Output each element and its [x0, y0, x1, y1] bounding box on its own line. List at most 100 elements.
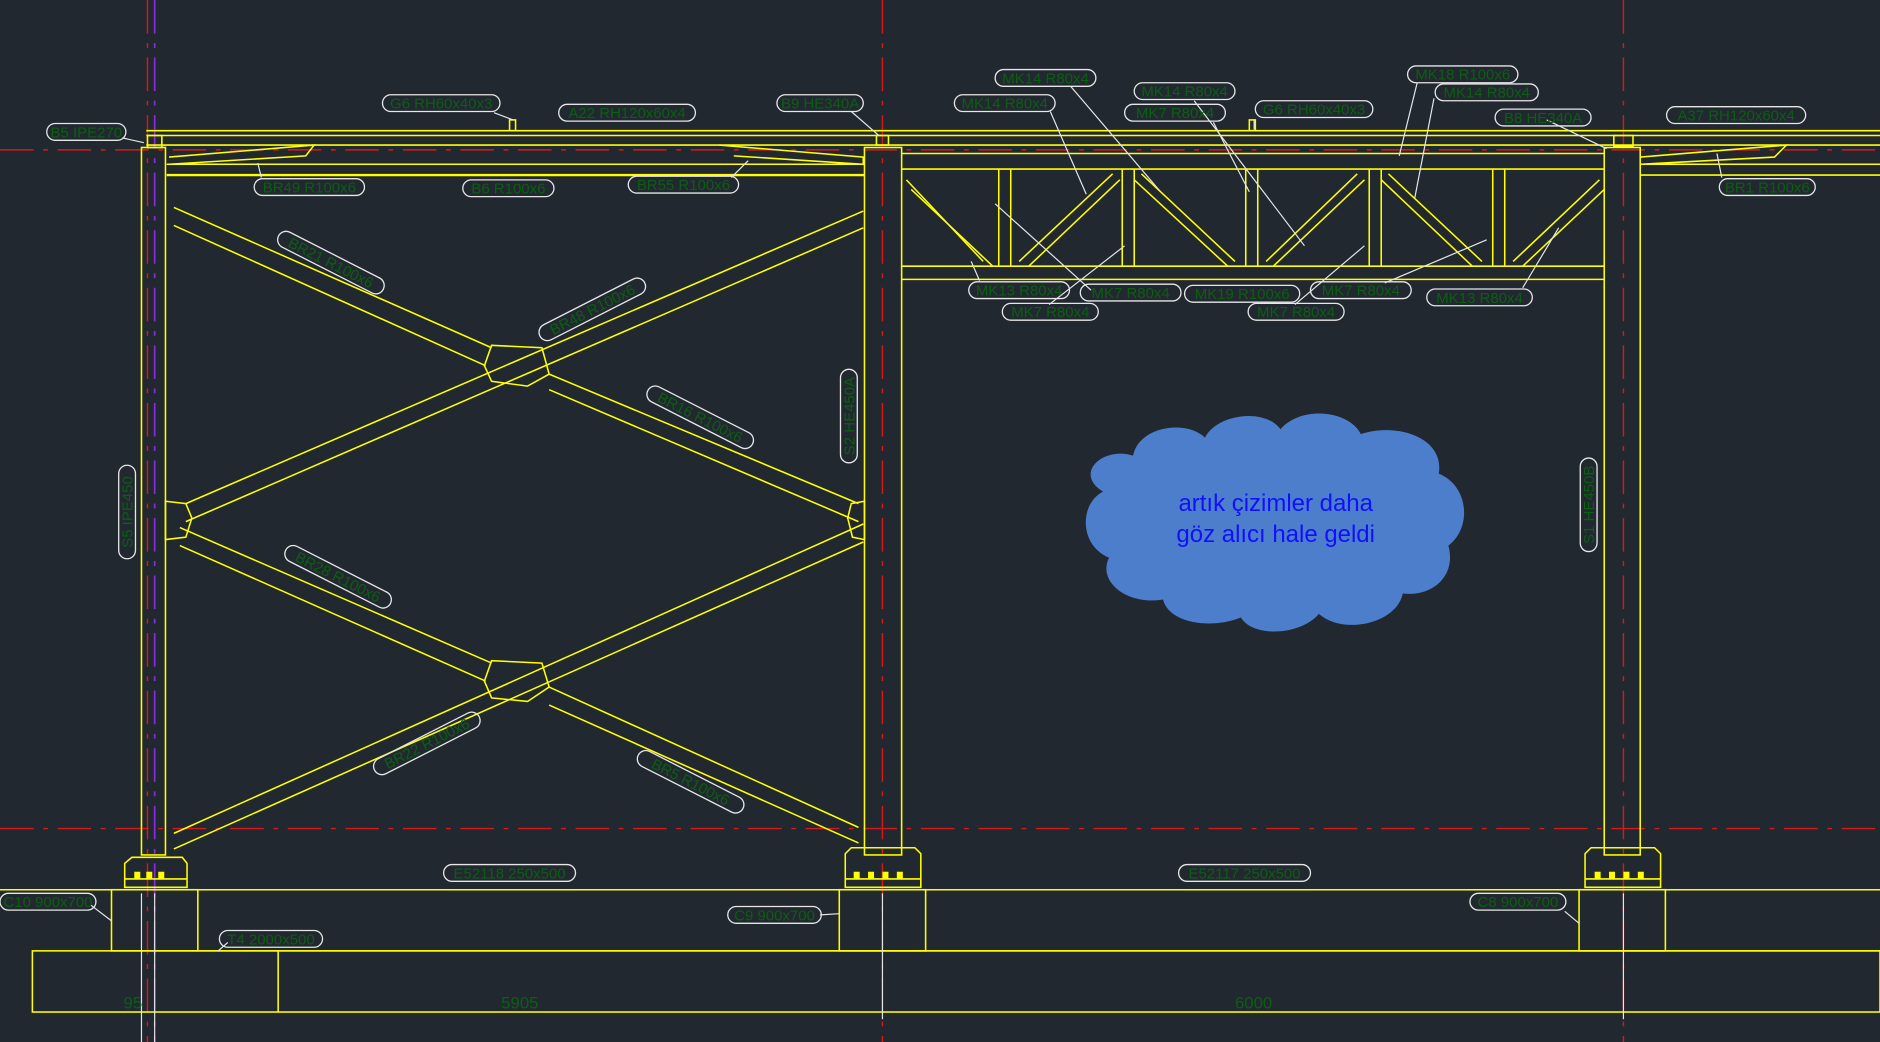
member-tag-mk14-a[interactable]: MK14 R80x4	[994, 68, 1097, 88]
tag-label: MK13 R80x4	[976, 283, 1063, 300]
member-tag-s2[interactable]: S2 HE450A	[839, 368, 858, 464]
tag-border	[1469, 892, 1567, 911]
member-tag-br16[interactable]: BR16 R100x6	[644, 383, 757, 452]
member-tag-a22[interactable]: A22 RH120x60x4	[558, 103, 697, 122]
tag-border	[636, 749, 745, 814]
member-tag-br48[interactable]: BR48 R100x6	[536, 275, 649, 344]
tag-label: MK14 R80x4	[961, 96, 1048, 113]
member-tag-br55[interactable]: BR55 R100x6	[627, 175, 740, 194]
member-tag-mk13-right[interactable]: MK13 R80x4	[1426, 288, 1533, 307]
member-tag-e52118[interactable]: E52118 250x500	[442, 863, 577, 883]
tag-border	[0, 892, 97, 911]
tag-border	[284, 544, 393, 609]
tag-label: B8 HE340A	[1504, 110, 1582, 127]
member-tag-mk13-left[interactable]: MK13 R80x4	[968, 281, 1071, 300]
cloud-callout[interactable]: artık çizimler daha göz alıcı hale geldi	[1085, 413, 1465, 632]
foundation	[0, 888, 1880, 1042]
tag-border	[1079, 283, 1182, 302]
tag-border	[727, 905, 822, 924]
tag-border	[372, 711, 481, 776]
tag-border	[1183, 284, 1301, 303]
member-tag-mk18[interactable]: MK18 R100x6	[1406, 65, 1519, 84]
footing-t4	[31, 950, 1880, 1013]
base-plates	[123, 846, 1662, 889]
member-tag-e52117[interactable]: E52117 250x500	[1177, 863, 1312, 883]
dimension-95: 95	[123, 993, 142, 1012]
tag-label: BR1 R100x6	[1725, 179, 1810, 196]
member-tag-mk19[interactable]: MK19 R100x6	[1183, 284, 1301, 303]
tag-border	[558, 103, 697, 122]
member-tag-s5[interactable]: S5 IPE450	[118, 464, 137, 560]
tag-border	[1309, 281, 1412, 300]
tag-border	[1434, 83, 1539, 102]
tag-border	[381, 94, 501, 113]
member-tag-c8[interactable]: C8 900x700	[1469, 892, 1567, 911]
tag-label: C10 900x700	[3, 894, 92, 911]
member-tag-t4[interactable]: T4 2000x500	[218, 929, 324, 948]
tag-label: B5 IPE270	[51, 124, 123, 141]
tag-label: B6 R100x6	[471, 181, 545, 198]
tag-label: BR22 R100x6	[382, 715, 473, 772]
member-tag-mk7-a[interactable]: MK7 R80x4	[1079, 283, 1182, 302]
member-tag-br21[interactable]: BR21 R100x6	[274, 228, 387, 297]
member-tag-b5[interactable]: B5 IPE270	[46, 122, 127, 142]
member-tag-br5[interactable]: BR5 R100x6	[634, 748, 747, 817]
tag-label: A22 RH120x60x4	[568, 105, 685, 122]
tag-border	[1133, 82, 1236, 101]
x-bracing	[164, 206, 866, 850]
tag-border	[1494, 108, 1592, 127]
tag-border	[994, 68, 1097, 87]
member-tag-mk14-d[interactable]: MK14 R80x4	[1434, 83, 1539, 102]
member-tag-mk7-c[interactable]: MK7 R80x4	[1309, 281, 1412, 300]
tag-label: MK19 R100x6	[1195, 286, 1290, 303]
member-tag-br1[interactable]: BR1 R100x6	[1718, 178, 1816, 197]
dimension-5905: 5905	[501, 993, 538, 1012]
tag-border	[1177, 863, 1312, 882]
tag-border	[1001, 302, 1099, 321]
member-tag-c9[interactable]: C9 900x700	[727, 905, 822, 925]
member-tag-mk14-c[interactable]: MK14 R80x4	[1133, 82, 1236, 101]
member-tag-g6-right[interactable]: G6 RH60x40x3	[1254, 100, 1374, 119]
tag-label: BR49 R100x6	[263, 179, 356, 196]
member-tag-mk7-d[interactable]: MK7 R80x4	[1247, 302, 1345, 321]
member-tag-mk14-b[interactable]: MK14 R80x4	[953, 94, 1056, 113]
tag-label: S5 IPE450	[119, 476, 136, 548]
tag-border	[538, 277, 647, 342]
tag-border	[1718, 178, 1816, 197]
tag-label: E52118 250x500	[454, 865, 566, 882]
cloud-text-line-2: göz alıcı hale geldi	[1176, 521, 1375, 548]
tag-border	[1254, 100, 1374, 119]
member-tag-mk7-b[interactable]: MK7 R80x4	[1001, 302, 1099, 321]
dimensions: 95 5905 6000	[123, 993, 1272, 1012]
tag-border	[276, 230, 385, 295]
member-tag-a37[interactable]: A37 RH120x60x4	[1665, 106, 1807, 125]
member-tag-s1[interactable]: S1 HE450B	[1579, 457, 1598, 553]
tag-border	[1406, 65, 1519, 84]
member-tag-c10[interactable]: C10 900x700	[0, 892, 97, 911]
tag-label: E52117 250x500	[1188, 865, 1300, 882]
tag-label: MK14 R80x4	[1141, 84, 1228, 101]
roof-beams	[146, 119, 1880, 281]
member-tag-br49[interactable]: BR49 R100x6	[253, 178, 366, 197]
tag-label: BR28 R100x6	[292, 549, 383, 606]
tag-border	[1123, 103, 1227, 122]
tag-border	[1579, 457, 1598, 553]
member-tag-b9[interactable]: B9 HE340A	[776, 94, 864, 113]
tag-border	[839, 368, 858, 464]
tag-label: C9 900x700	[734, 907, 815, 924]
member-tag-b8[interactable]: B8 HE340A	[1494, 108, 1592, 127]
tag-label: BR48 R100x6	[547, 281, 638, 338]
member-tag-mk7-top[interactable]: MK7 R80x4	[1123, 103, 1227, 122]
member-tag-br28[interactable]: BR28 R100x6	[282, 543, 395, 612]
tag-label: MK14 R80x4	[1443, 85, 1530, 102]
column-s1	[1603, 146, 1641, 856]
tag-label: MK7 R80x4	[1092, 285, 1170, 302]
tag-label: C8 900x700	[1478, 894, 1559, 911]
tag-label: MK7 R80x4	[1136, 105, 1214, 122]
leader-lines	[90, 82, 1723, 952]
member-tag-b6[interactable]: B6 R100x6	[462, 179, 555, 198]
tag-label: BR55 R100x6	[637, 177, 730, 194]
member-tag-g6-left[interactable]: G6 RH60x40x3	[381, 94, 501, 113]
